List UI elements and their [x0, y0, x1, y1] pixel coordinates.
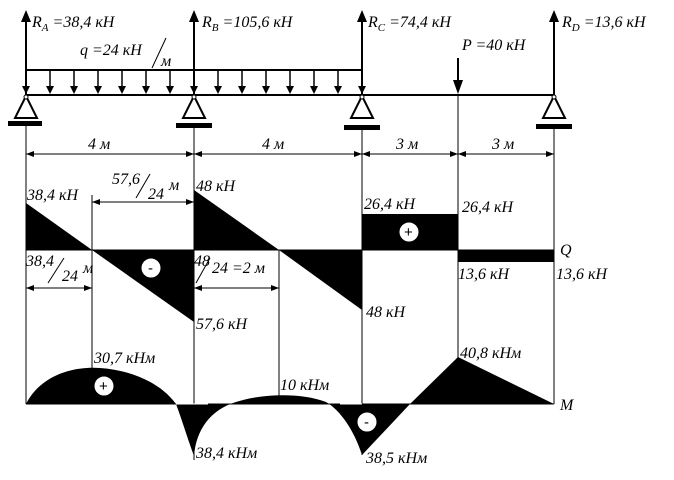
shear-dim-3: 24 =2 м — [212, 260, 265, 277]
moment-area-span34 — [410, 357, 554, 404]
reaction-arrowhead-a — [21, 10, 31, 22]
shear-sign-plus-text: + — [404, 224, 413, 241]
reaction-arrowhead-d — [549, 10, 559, 22]
shear-dim-2-unit: м — [82, 260, 93, 277]
moment-sign-plus-text: + — [99, 378, 108, 395]
distributed-load-label: q =24 кН — [80, 42, 143, 59]
distributed-load-arrowhead — [166, 86, 174, 94]
moment-sign-minus — [356, 411, 378, 433]
point-load-arrowhead — [453, 80, 463, 94]
distributed-load-arrowhead — [118, 86, 126, 94]
shear-dim-1-num: 57,6 — [112, 171, 140, 188]
moment-area-span1 — [26, 367, 194, 456]
distributed-load-arrowhead — [142, 86, 150, 94]
shear-dim-1-unit: м — [168, 177, 179, 194]
shear-axis-label: Q — [560, 242, 572, 259]
shear-value-3: 57,6 кН — [196, 316, 248, 333]
moment-value-1: 30,7 кНм — [93, 350, 155, 367]
reaction-arrowhead-c — [357, 10, 367, 22]
distributed-load-arrowhead — [334, 86, 342, 94]
span-label-2: 4 м — [262, 136, 284, 153]
distributed-load-arrowhead — [94, 86, 102, 94]
shear-diagram: + - 38,4 кН 57,6 24 м 48 кН 38,4 24 м 48… — [25, 170, 608, 460]
distributed-load-arrowhead — [190, 86, 198, 94]
distributed-load-arrowhead — [214, 86, 222, 94]
reaction-label-b: RB =105,6 кН — [201, 14, 294, 34]
moment-sign-minus-text: - — [364, 414, 369, 431]
reaction-label-d: RD =13,6 кН — [561, 14, 647, 34]
distributed-load-arrows — [22, 70, 366, 94]
shear-area-span4 — [458, 250, 554, 262]
shear-value-6: 26,4 кН — [462, 199, 514, 216]
shear-sign-minus-text: - — [148, 260, 153, 277]
span-label-4: 3 м — [491, 136, 514, 153]
reaction-label-c: RC =74,4 кН — [367, 14, 452, 34]
span-label-1: 4 м — [88, 136, 110, 153]
distributed-load-arrowhead — [262, 86, 270, 94]
shear-value-8: 13,6 кН — [556, 266, 608, 283]
shear-area-span1-positive — [26, 203, 92, 250]
span-dimensions: 4 м 4 м 3 м 3 м — [25, 96, 555, 170]
shear-dim-1-den: 24 — [148, 186, 164, 203]
moment-value-5: 38,5 кНм — [365, 450, 427, 467]
moment-diagram: + - 30,7 кНм 10 кНм 40,8 кНм 38,4 кНм 38… — [26, 345, 575, 467]
point-load-label: P =40 кН — [461, 37, 527, 54]
shear-value-4: 48 кН — [366, 304, 406, 321]
distributed-load-arrowhead — [70, 86, 78, 94]
support-a — [8, 93, 42, 126]
shear-area-span2-negative — [279, 250, 362, 310]
reaction-arrowhead-b — [189, 10, 199, 22]
shear-area-span2-positive — [194, 190, 279, 250]
support-c — [344, 93, 380, 130]
distributed-load-arrowhead — [286, 86, 294, 94]
shear-area-span1-negative — [92, 250, 194, 322]
shear-value-5: 26,4 кН — [364, 196, 416, 213]
distributed-load-arrowhead — [358, 86, 366, 94]
shear-value-2b: 48 — [194, 253, 210, 270]
distributed-load-unit: м — [160, 53, 171, 70]
shear-value-1: 38,4 кН — [26, 187, 79, 204]
shear-sign-minus — [140, 257, 162, 279]
support-b — [176, 93, 212, 128]
span-label-3: 3 м — [395, 136, 418, 153]
moment-value-3: 40,8 кНм — [460, 345, 521, 362]
distributed-load-arrowhead — [46, 86, 54, 94]
distributed-load-arrowhead — [22, 86, 30, 94]
distributed-load-arrowhead — [238, 86, 246, 94]
moment-value-2: 10 кНм — [280, 377, 329, 394]
reaction-label-a: RA =38,4 кН — [31, 14, 116, 34]
moment-axis-label: M — [559, 397, 575, 414]
support-d — [536, 93, 572, 129]
shear-value-2: 48 кН — [196, 178, 236, 195]
moment-value-4: 38,4 кНм — [195, 445, 257, 462]
distributed-load-arrowhead — [310, 86, 318, 94]
shear-dim-2-den: 24 — [62, 268, 78, 285]
shear-sign-plus — [398, 221, 420, 243]
distributed-load-fraction-slash — [151, 37, 167, 69]
shear-value-7: 13,6 кН — [458, 266, 510, 283]
beam-scheme: RA =38,4 кН RB =105,6 кН RC =74,4 кН RD … — [8, 10, 647, 130]
shear-value-1b: 38,4 — [25, 253, 54, 270]
moment-sign-plus — [93, 375, 115, 397]
